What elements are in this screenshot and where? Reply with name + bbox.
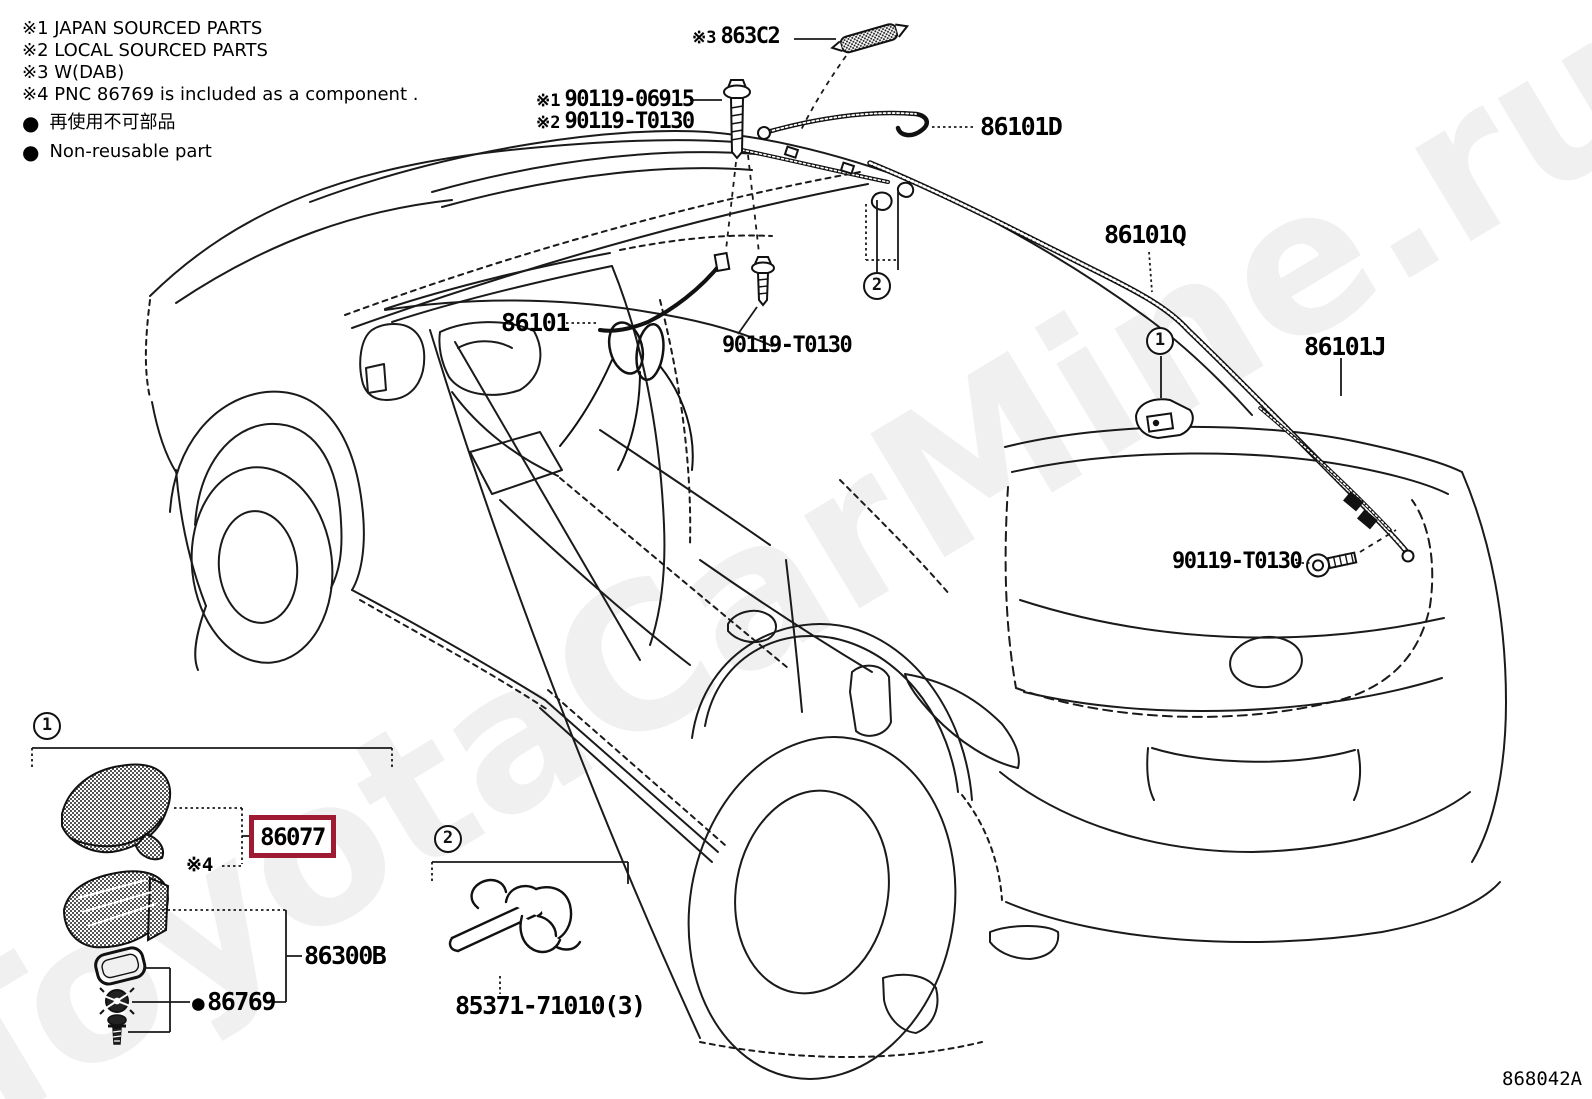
- marker-2-on-car: 2: [863, 272, 891, 300]
- part-number: 86077: [260, 822, 326, 851]
- filled-circle-icon: ●: [22, 139, 40, 164]
- part-number: 86769: [207, 987, 276, 1016]
- antenna-screw-icon: [107, 1014, 127, 1045]
- callout-90119-T0130-tailgate[interactable]: 90119-T0130: [1172, 549, 1303, 574]
- part-number: 863C2: [720, 24, 780, 49]
- antenna-mast-icon: [830, 23, 910, 54]
- callout-86101Q[interactable]: 86101Q: [1104, 220, 1187, 249]
- drawing-code: 868042A: [1502, 1068, 1583, 1090]
- antenna-nut-icon: [99, 987, 135, 1015]
- marker-1-group: 1: [33, 712, 61, 740]
- instrument-panel-wire: [559, 251, 731, 471]
- callout-90119-T0130-header[interactable]: 90119-T0130: [722, 333, 853, 358]
- legend-nonreusable-en: ● Non-reusable part: [22, 139, 418, 164]
- antenna-base-assembly-icon: [62, 870, 170, 949]
- bolt-icon-tailgate: [1306, 551, 1358, 578]
- callout-86101[interactable]: 86101: [501, 308, 570, 337]
- legend-note-3: ※3 W(DAB): [22, 62, 125, 83]
- bolt-icon-header: [751, 256, 775, 307]
- callout-86300B[interactable]: 86300B: [304, 941, 387, 970]
- footnote-4-mark: ※4: [186, 854, 214, 876]
- legend-nonreusable-jp-text: 再使用不可部品: [49, 111, 176, 133]
- part-number: 90119-T0130: [564, 109, 695, 134]
- callout-86101J[interactable]: 86101J: [1304, 332, 1387, 361]
- footnote-mark: ※2: [536, 113, 561, 133]
- part-number: 90119-06915: [564, 87, 695, 112]
- shark-fin-antenna-cover-icon: [61, 763, 172, 861]
- front-roof-wire: [740, 110, 930, 184]
- nonreusable-bullet-icon: ●: [192, 991, 205, 1015]
- callout-86769[interactable]: ●86769: [192, 987, 276, 1016]
- gasket-icon: [94, 946, 147, 986]
- car-body-outline: [144, 130, 1507, 1080]
- wiring-clip-icon: [448, 878, 582, 954]
- marker-1-on-car: 1: [1146, 327, 1174, 355]
- callout-lines: [31, 38, 1397, 1033]
- marker-2-group: 2: [434, 825, 462, 853]
- legend-note-1: ※1 JAPAN SOURCED PARTS: [22, 18, 263, 39]
- legend-note-2: ※2 LOCAL SOURCED PARTS: [22, 40, 268, 61]
- legend-nonreusable-jp: ● 再使用不可部品: [22, 110, 418, 135]
- filled-circle-icon: ●: [22, 110, 40, 135]
- harness-clips-and-connectors: [783, 145, 1415, 563]
- bolt-icon-top: [723, 79, 751, 160]
- legend: ※1 JAPAN SOURCED PARTS ※2 LOCAL SOURCED …: [22, 18, 418, 164]
- footnote-mark: ※1: [536, 91, 561, 111]
- footnote-mark: ※3: [692, 28, 717, 48]
- roof-antenna-base-icon: [1134, 398, 1194, 440]
- legend-nonreusable-en-text: Non-reusable part: [49, 140, 212, 162]
- highlighted-part-86077[interactable]: 86077: [249, 815, 336, 858]
- callout-86101D[interactable]: 86101D: [980, 112, 1063, 141]
- legend-note-4: ※4 PNC 86769 is included as a component …: [22, 84, 419, 105]
- callout-85371-71010[interactable]: 85371-71010(3): [455, 991, 646, 1020]
